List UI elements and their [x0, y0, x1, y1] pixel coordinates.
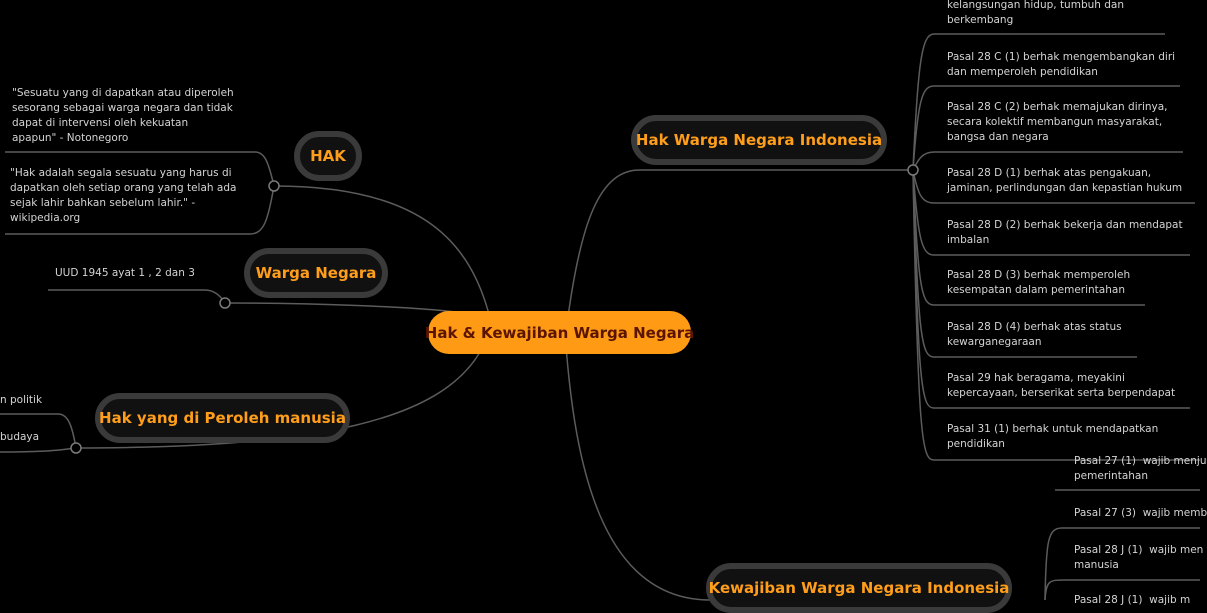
- connector-wni-leaf-1: [912, 33, 1165, 171]
- leaf-hak-1[interactable]: "Sesuatu yang di dapatkan atau diperoleh…: [12, 87, 234, 144]
- leaf-kw-1[interactable]: Pasal 27 (1) wajib menju pemerintahan: [1074, 455, 1207, 482]
- leaf-wni-7[interactable]: Pasal 28 D (4) berhak atas status kewarg…: [947, 321, 1122, 348]
- branch-warga-negara[interactable]: Warga Negara: [244, 248, 388, 298]
- leaf-wni-2[interactable]: Pasal 28 C (1) berhak mengembangkan diri…: [947, 51, 1176, 78]
- branch-hak[interactable]: HAK: [294, 131, 362, 181]
- leaf-wni-5[interactable]: Pasal 28 D (2) berhak bekerja dan mendap…: [947, 219, 1183, 246]
- connector-wni-leaf-2: [912, 85, 1180, 171]
- central-topic[interactable]: Hak & Kewajiban Warga Negara: [425, 311, 694, 354]
- connector-wni-leaf-9: [912, 169, 1200, 461]
- node-dot-hak-diperoleh: [70, 442, 82, 454]
- leaf-kw-4[interactable]: Pasal 28 J (1) wajib m: [1074, 594, 1191, 606]
- leaf-hd-1[interactable]: n politik: [0, 394, 43, 406]
- leaf-wni-4[interactable]: Pasal 28 D (1) berhak atas pengakuan, ja…: [947, 167, 1183, 194]
- connector-hak-diperoleh: [75, 351, 481, 449]
- connector-kewajiban: [565, 345, 711, 601]
- connector-hak-leaf-1: [5, 151, 275, 187]
- leaf-wni-9[interactable]: Pasal 31 (1) berhak untuk mendapatkan pe…: [947, 423, 1159, 450]
- node-dot-hak-wni: [907, 164, 919, 176]
- leaf-kw-3[interactable]: Pasal 28 J (1) wajib men manusia: [1074, 544, 1204, 571]
- leaf-kw-2[interactable]: Pasal 27 (3) wajib memb: [1074, 507, 1207, 519]
- connector-warga-negara: [224, 302, 471, 315]
- connector-hak-leaf-2: [5, 185, 275, 235]
- leaf-wni-3[interactable]: Pasal 28 C (2) berhak memajukan dirinya,…: [947, 101, 1168, 143]
- connector-wn-leaf-1: [48, 289, 226, 304]
- branch-hak-wni[interactable]: Hak Warga Negara Indonesia: [631, 115, 887, 165]
- leaf-wni-1[interactable]: kelangsungan hidup, tumbuh dan berkemban…: [947, 0, 1125, 26]
- connector-hd-leaf-2: [0, 447, 77, 453]
- leaf-wni-8[interactable]: Pasal 29 hak beragama, meyakini kepercay…: [947, 372, 1176, 399]
- leaf-wn-1[interactable]: UUD 1945 ayat 1 , 2 dan 3: [55, 267, 195, 279]
- leaf-hd-2[interactable]: budaya: [0, 431, 40, 443]
- leaf-hak-2[interactable]: "Hak adalah segala sesuatu yang harus di…: [10, 167, 237, 224]
- branch-hak-diperoleh[interactable]: Hak yang di Peroleh manusia: [95, 393, 350, 443]
- connector-hak: [273, 185, 491, 319]
- leaf-wni-6[interactable]: Pasal 28 D (3) berhak memperoleh kesempa…: [947, 269, 1131, 296]
- branch-kewajiban[interactable]: Kewajiban Warga Negara Indonesia: [706, 563, 1012, 613]
- connector-kw-leaf-3: [1044, 579, 1200, 601]
- node-dot-hak: [268, 180, 280, 192]
- connector-kw-leaf-2: [1044, 527, 1200, 601]
- connector-wni-leaf-4: [912, 169, 1195, 204]
- node-dot-warga-negara: [219, 297, 231, 309]
- connector-hak-wni: [565, 169, 913, 333]
- connector-hd-leaf-1: [0, 413, 77, 449]
- mind-map-connectors: [0, 33, 1200, 601]
